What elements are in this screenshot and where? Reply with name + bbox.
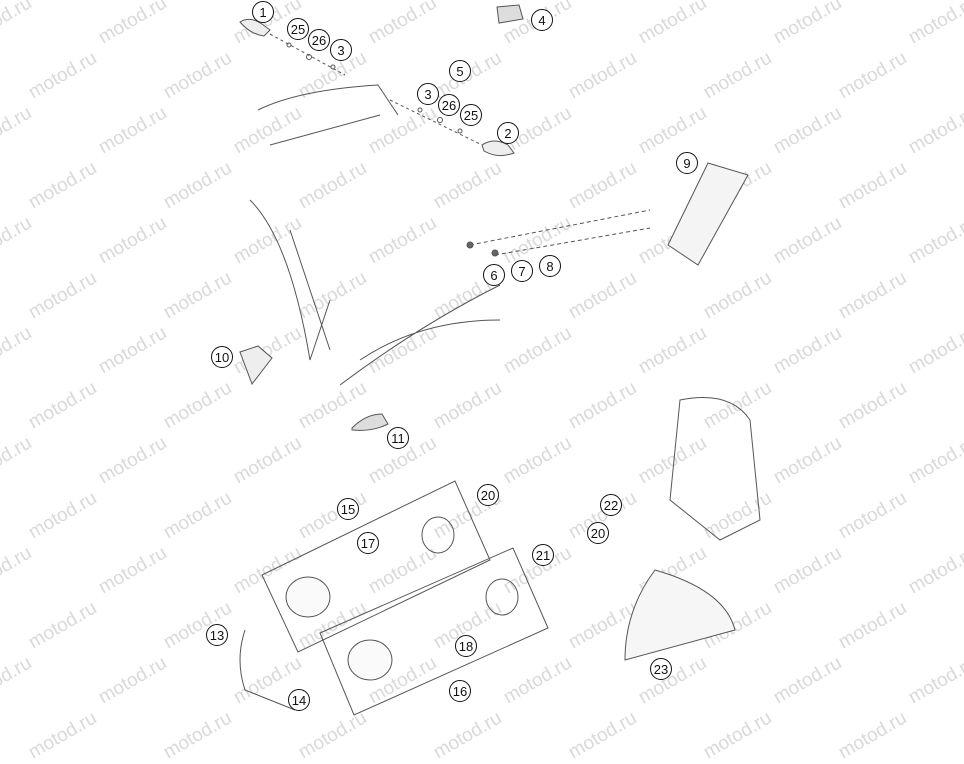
callout-8[interactable]: 8	[539, 255, 561, 277]
callout-9[interactable]: 9	[676, 152, 698, 174]
callout-3[interactable]: 3	[417, 83, 439, 105]
callout-7[interactable]: 7	[511, 260, 533, 282]
callout-25[interactable]: 25	[287, 18, 309, 40]
callout-3[interactable]: 3	[330, 39, 352, 61]
bracket-icon	[239, 345, 273, 386]
callout-26[interactable]: 26	[438, 94, 460, 116]
callout-15[interactable]: 15	[337, 498, 359, 520]
callout-20[interactable]: 20	[587, 522, 609, 544]
tail-light-icon	[466, 162, 749, 266]
callout-23[interactable]: 23	[650, 658, 672, 680]
turn-signal-left-icon	[239, 18, 346, 76]
turn-signal-right-icon	[389, 99, 515, 157]
callout-1[interactable]: 1	[252, 1, 274, 23]
callout-25[interactable]: 25	[460, 104, 482, 126]
callout-4[interactable]: 4	[531, 9, 553, 31]
callout-6[interactable]: 6	[483, 264, 505, 286]
callout-11[interactable]: 11	[387, 427, 409, 449]
callout-5[interactable]: 5	[449, 60, 471, 82]
callout-22[interactable]: 22	[600, 494, 622, 516]
callout-20[interactable]: 20	[477, 484, 499, 506]
callout-13[interactable]: 13	[206, 624, 228, 646]
callout-17[interactable]: 17	[357, 532, 379, 554]
license-plate-light-icon	[496, 4, 524, 24]
headlight-icon	[285, 516, 519, 681]
headlight-kit-box-16	[319, 547, 549, 716]
callout-14[interactable]: 14	[288, 689, 310, 711]
diagram-artwork	[239, 4, 761, 716]
callout-10[interactable]: 10	[211, 346, 233, 368]
callout-26[interactable]: 26	[308, 29, 330, 51]
callout-16[interactable]: 16	[449, 680, 471, 702]
reflector-icon	[351, 413, 389, 431]
headlight-kit-box-15	[261, 480, 491, 653]
callout-2[interactable]: 2	[497, 122, 519, 144]
callout-21[interactable]: 21	[532, 544, 554, 566]
callout-18[interactable]: 18	[455, 635, 477, 657]
lamp-mask-icon	[239, 629, 296, 711]
front-fairing-icon	[624, 569, 736, 661]
headlight-bracket-icon	[669, 397, 761, 541]
